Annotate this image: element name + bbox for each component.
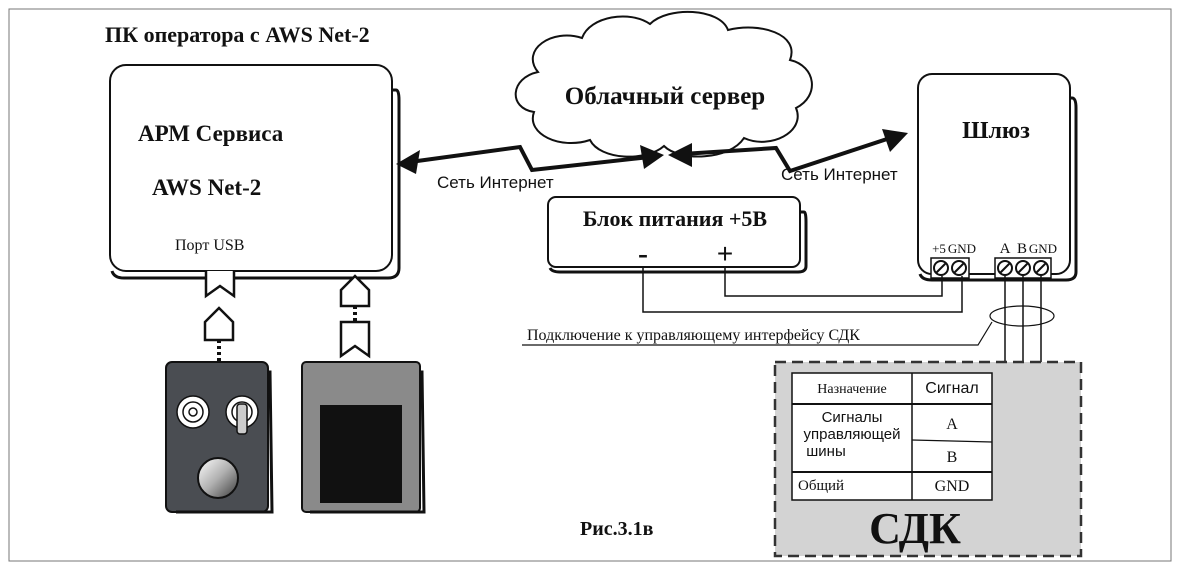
- sdk-row-bus-line2: управляющей: [804, 426, 901, 443]
- sdk-row-common: Общий: [798, 478, 844, 494]
- pc-app-product: AWS Net-2: [152, 175, 261, 200]
- key-switch-icon: [225, 395, 259, 435]
- terminal-plus5-label: +5: [932, 241, 946, 256]
- push-button-icon: [197, 457, 239, 499]
- power-plus-wire: [724, 268, 943, 297]
- pc-box: [109, 64, 401, 280]
- sdk-signal-a: A: [946, 416, 958, 433]
- connection-leader: [522, 321, 993, 346]
- frame-border: [8, 8, 1172, 562]
- device-screen: [320, 405, 402, 503]
- usb-port-icon: [204, 271, 236, 299]
- sdk-label: СДК: [869, 504, 961, 553]
- cloud-shape: [514, 10, 813, 158]
- sdk-row-bus-line3: шины: [806, 443, 845, 460]
- sdk-signal-b: B: [947, 449, 958, 466]
- terminal-block-power: [930, 257, 970, 279]
- page-title: ПК оператора с AWS Net-2: [105, 22, 370, 47]
- terminal-device: [301, 361, 426, 514]
- sdk-row-bus-line1: Сигналы: [822, 409, 883, 426]
- gateway-box: [917, 73, 1078, 282]
- power-supply-label: Блок питания +5В: [583, 206, 767, 231]
- reader-icon: [176, 395, 210, 429]
- figure-caption: Рис.3.1в: [580, 518, 654, 540]
- internet-link-left: [396, 144, 664, 174]
- terminal-b-label: B: [1017, 241, 1027, 257]
- internet-label-right: Сеть Интернет: [781, 165, 898, 184]
- usb-cable-device1: [203, 306, 235, 362]
- pc-app-name: АРМ Сервиса: [138, 121, 284, 146]
- terminal-gnd2-label: GND: [1029, 241, 1057, 256]
- sdk-col-header-purpose: Назначение: [817, 382, 886, 397]
- terminal-a-label: A: [1000, 241, 1011, 257]
- terminal-block-bus: [994, 257, 1052, 279]
- internet-label-left: Сеть Интернет: [437, 173, 554, 192]
- terminal-gnd1-label: GND: [948, 241, 976, 256]
- usb-port-label: Порт USB: [175, 237, 244, 254]
- gateway-label: Шлюз: [962, 118, 1030, 144]
- power-minus-label: -: [638, 237, 648, 270]
- sdk-signal-gnd: GND: [935, 478, 970, 495]
- power-supply-box: [547, 196, 808, 274]
- cloud-label: Облачный сервер: [565, 83, 765, 110]
- sdk-col-header-signal: Сигнал: [925, 380, 978, 397]
- connection-label: Подключение к управляющему интерфейсу СД…: [527, 327, 860, 344]
- cable-bundle-marker: [989, 305, 1055, 327]
- power-plus-label: +: [717, 238, 733, 269]
- power-minus-wire: [642, 268, 963, 313]
- internet-link-right: [668, 129, 908, 174]
- sdk-table: [791, 372, 993, 501]
- usb-cable-device2: [339, 274, 371, 359]
